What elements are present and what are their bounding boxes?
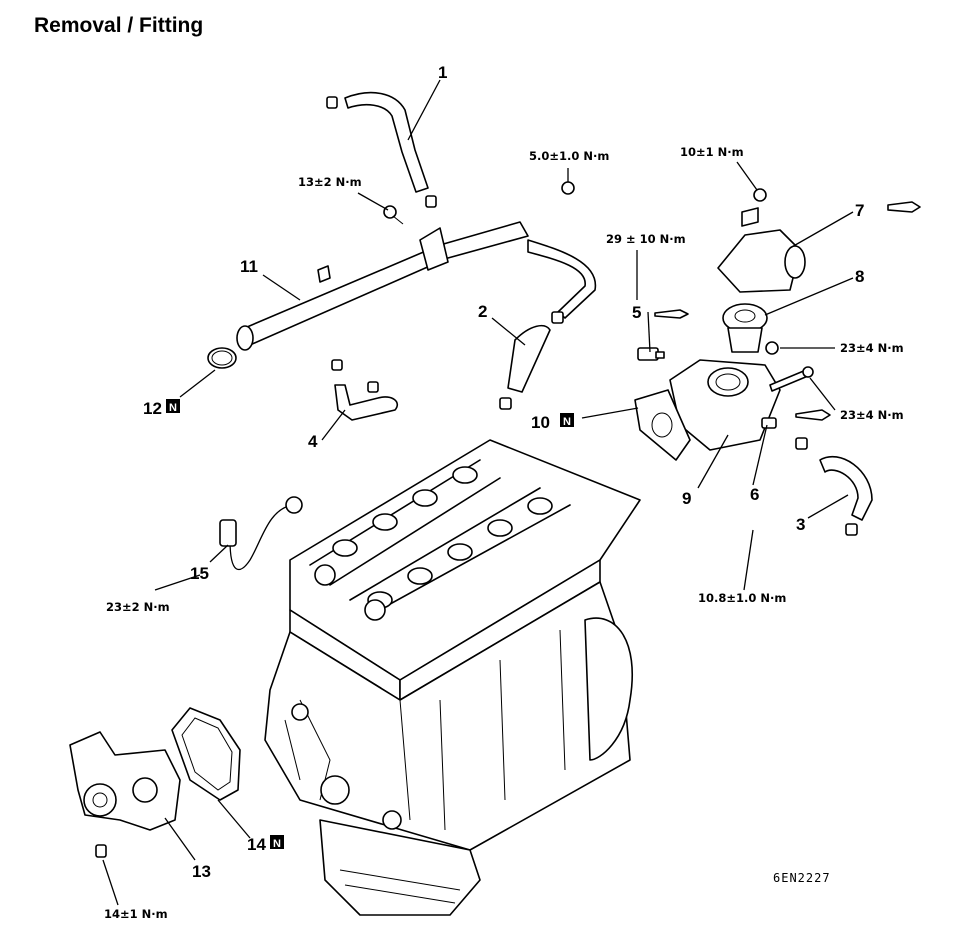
- part-9-thermostat-housing: [669, 359, 781, 451]
- svg-text:N: N: [169, 402, 177, 414]
- part-4-hose: [331, 359, 399, 421]
- callout-3: 3: [796, 515, 805, 534]
- callout-6: 6: [750, 485, 759, 504]
- bolt-23nm-a: [765, 341, 779, 355]
- new-part-mark-14: N: [270, 835, 284, 850]
- bolt-14nm: [95, 844, 107, 858]
- part-3-hose: [795, 437, 873, 536]
- new-part-mark-12: N: [166, 399, 180, 414]
- page-title: Removal / Fitting: [34, 14, 204, 37]
- callout-7: 7: [855, 201, 864, 220]
- figure-code: 6EN2227: [773, 871, 831, 885]
- torque-23nm-b: 23±4 N·m: [840, 408, 904, 422]
- part-13-water-pump: [69, 731, 181, 831]
- part-15-sensor: [219, 496, 303, 571]
- torque-23-2nm: 23±2 N·m: [106, 600, 170, 614]
- part-11-water-pipe: [236, 221, 597, 351]
- bolt-5nm: [561, 181, 575, 195]
- callout-11: 11: [240, 257, 258, 276]
- torque-23nm-a: 23±4 N·m: [840, 341, 904, 355]
- part-8-thermostat: [722, 303, 768, 353]
- part-5-sensor: [637, 347, 665, 361]
- svg-text:N: N: [563, 416, 571, 428]
- torque-29nm: 29 ± 10 N·m: [606, 232, 686, 246]
- svg-text:N: N: [273, 838, 281, 850]
- torque-13nm: 13±2 N·m: [298, 175, 362, 189]
- callout-14: 14: [247, 835, 266, 854]
- camshaft-lobes: [314, 466, 553, 621]
- sealant-tube-icon: [654, 201, 921, 421]
- callout-2: 2: [478, 302, 487, 321]
- callout-12: 12: [143, 399, 162, 418]
- part-2-hose: [499, 311, 564, 410]
- callout-9: 9: [682, 489, 691, 508]
- callout-5: 5: [632, 303, 641, 322]
- torque-5nm: 5.0±1.0 N·m: [529, 149, 609, 163]
- callout-8: 8: [855, 267, 864, 286]
- callout-13: 13: [192, 862, 211, 881]
- part-10-gasket: [634, 389, 691, 461]
- bolt-10nm: [753, 188, 767, 202]
- leader-lines: [102, 79, 854, 906]
- callout-4: 4: [308, 432, 318, 451]
- torque-14nm: 14±1 N·m: [104, 907, 168, 921]
- part-14-gasket: [171, 707, 241, 801]
- torque-10nm: 10±1 N·m: [680, 145, 744, 159]
- part-1-hose: [326, 91, 437, 208]
- torque-10-8nm: 10.8±1.0 N·m: [698, 591, 786, 605]
- new-part-mark-10: N: [560, 413, 574, 428]
- part-7-thermostat-cover: [717, 207, 806, 293]
- callout-1: 1: [438, 63, 447, 82]
- part-6-sensor: [761, 417, 777, 429]
- callout-10: 10: [531, 413, 550, 432]
- bolt-23nm-b: [769, 366, 814, 392]
- engine-block: [264, 439, 641, 916]
- callout-15: 15: [190, 564, 209, 583]
